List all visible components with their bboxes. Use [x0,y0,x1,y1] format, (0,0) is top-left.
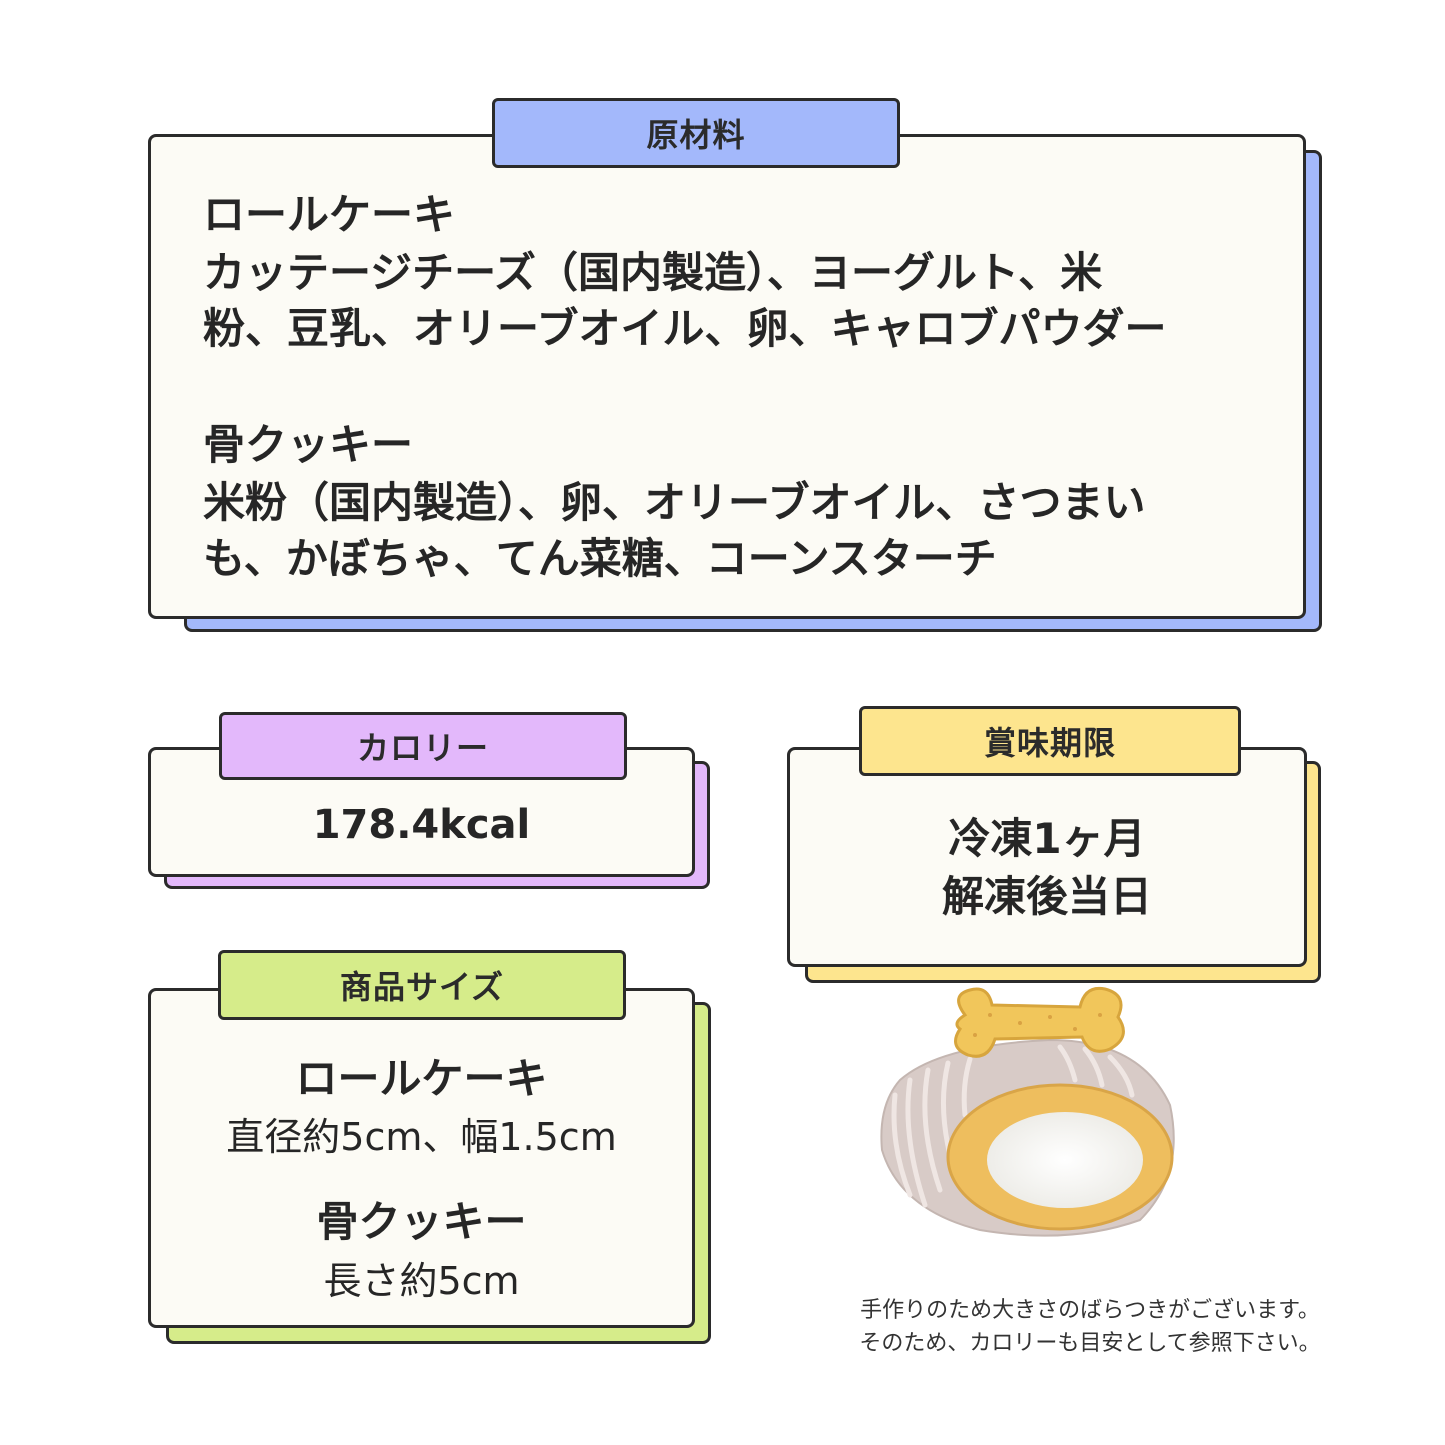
size-bone-cookie-value: 長さ約5cm [323,1259,520,1303]
bone-cookie-dots [973,1013,1102,1037]
size-panel: ロールケーキ 直径約5cm、幅1.5cm 骨クッキー 長さ約5cm [148,988,695,1328]
size-bone-cookie-title: 骨クッキー [316,1197,527,1246]
calorie-value: 178.4kcal [312,802,531,848]
size-roll-cake-title: ロールケーキ [295,1054,548,1103]
cream-piping-stripes [891,1044,1135,1208]
cream-center [987,1112,1143,1208]
roll-cake-ingredients-line2: 粉、豆乳、オリーブオイル、卵、キャロブパウダー [203,304,1167,353]
expiry-after-thaw: 解凍後当日 [941,872,1152,921]
size-tab: 商品サイズ [218,950,626,1020]
note-line2: そのため、カロリーも目安として参照下さい。 [859,1331,1321,1356]
bone-cookie-ingredients-title: 骨クッキー [203,420,414,469]
ingredients-tab: 原材料 [492,98,900,168]
bone-cookie-ingredients-line1: 米粉（国内製造）、卵、オリーブオイル、さつまい [203,478,1146,527]
expiry-card: 冷凍1ヶ月 解凍後当日 [787,747,1323,985]
note-line1: 手作りのため大きさのばらつきがございます。 [860,1298,1320,1323]
bone-cookie [954,986,1125,1058]
ingredients-card: ロールケーキ カッテージチーズ（国内製造）、ヨーグルト、米 粉、豆乳、オリーブオ… [148,134,1323,634]
roll-cake-ingredients-line1: カッテージチーズ（国内製造）、ヨーグルト、米 [203,248,1103,297]
calorie-tab: カロリー [219,712,627,780]
ingredients-panel: ロールケーキ カッテージチーズ（国内製造）、ヨーグルト、米 粉、豆乳、オリーブオ… [148,134,1306,619]
bone-cookie-ingredients-line2: も、かぼちゃ、てん菜糖、コーンスターチ [203,534,997,583]
size-card: ロールケーキ 直径約5cm、幅1.5cm 骨クッキー 長さ約5cm [148,988,713,1346]
size-roll-cake-value: 直径約5cm、幅1.5cm [226,1115,617,1159]
product-image [880,986,1175,1237]
expiry-tab: 賞味期限 [859,706,1241,776]
roll-cake-ingredients-title: ロールケーキ [203,190,456,239]
expiry-frozen-period: 冷凍1ヶ月 [948,814,1146,863]
expiry-panel: 冷凍1ヶ月 解凍後当日 [787,747,1307,967]
